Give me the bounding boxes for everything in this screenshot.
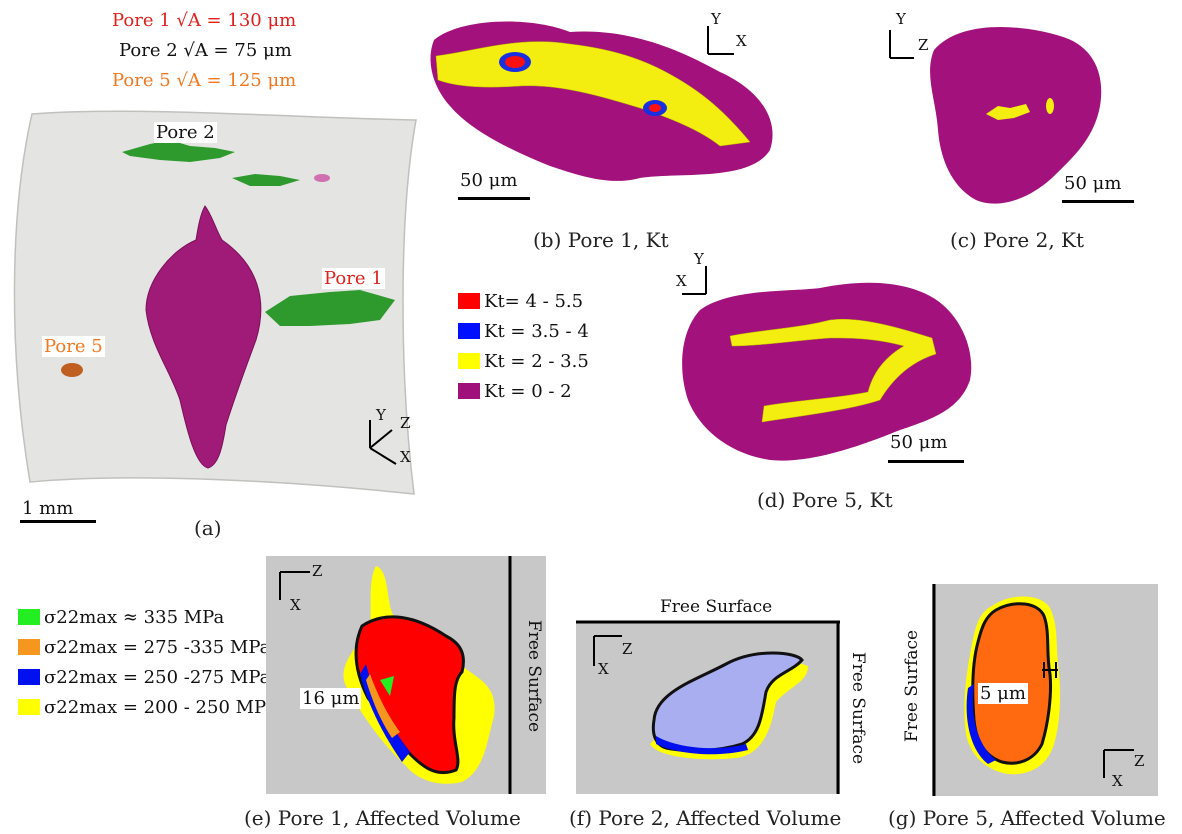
kt-legend-row: Kt = 3.5 - 4 <box>458 316 589 346</box>
axis-c-y: Y <box>896 10 906 28</box>
side-label-e: Free Surface <box>524 619 545 733</box>
stress-legend-row: σ22max = 275 -335 MPa <box>18 632 276 662</box>
scale-bar-a <box>20 520 96 523</box>
pore2-green <box>122 140 235 162</box>
kt-legend-label: Kt = 0 - 2 <box>484 380 572 402</box>
stress-swatch-yellow <box>18 699 40 715</box>
kt-legend-label: Kt = 2 - 3.5 <box>484 350 589 372</box>
header-pore1: Pore 1 √A = 130 μm <box>112 10 297 31</box>
scale-bar-a-label: 1 mm <box>22 498 74 519</box>
label-pore5: Pore 5 <box>42 336 105 357</box>
caption-g: (g) Pore 5, Affected Volume <box>888 806 1166 830</box>
kt-swatch-purple <box>458 383 480 399</box>
side-label-f: Free Surface <box>848 651 869 765</box>
scale-bar-d-label: 50 μm <box>890 432 948 453</box>
kt-swatch-red <box>458 293 480 309</box>
label-pore2: Pore 2 <box>154 122 217 143</box>
stress-swatch-orange <box>18 639 40 655</box>
pore5-orange <box>61 363 83 377</box>
kt-swatch-blue <box>458 323 480 339</box>
caption-f: (f) Pore 2, Affected Volume <box>569 806 842 830</box>
scale-bar-b-label: 50 μm <box>460 170 518 191</box>
caption-d: (d) Pore 5, Kt <box>757 488 893 512</box>
stress-legend-label: σ22max = 275 -335 MPa <box>44 636 271 658</box>
measure-g: 5 μm <box>978 683 1028 704</box>
pore1-green <box>265 290 395 326</box>
caption-b: (b) Pore 1, Kt <box>533 228 669 252</box>
kt-legend-label: Kt= 4 - 5.5 <box>484 290 584 312</box>
pore2-green-b <box>232 174 300 186</box>
caption-a: (a) <box>194 516 222 540</box>
axis-triad-a <box>369 420 397 465</box>
axis-f-z: Z <box>622 640 633 658</box>
measure-e: 16 μm <box>300 688 362 709</box>
label-pore1: Pore 1 <box>322 268 385 289</box>
pore2-affected-volume <box>576 620 840 794</box>
scale-bar-b <box>458 197 530 200</box>
pore2-kt-render <box>889 27 1102 204</box>
axis-b-y: Y <box>711 10 721 28</box>
stress-legend-label: σ22max = 200 - 250 MPa <box>44 696 277 718</box>
axis-b-x: X <box>736 32 747 50</box>
kt-legend-row: Kt = 0 - 2 <box>458 376 589 406</box>
stress-swatch-blue <box>18 669 40 685</box>
kt-swatch-yellow <box>458 353 480 369</box>
stress-swatch-green <box>18 609 40 625</box>
caption-e: (e) Pore 1, Affected Volume <box>244 806 521 830</box>
stress-legend: σ22max ≈ 335 MPa σ22max = 275 -335 MPa σ… <box>18 602 276 722</box>
axis-d-y: Y <box>694 250 704 268</box>
kt-legend-row: Kt = 2 - 3.5 <box>458 346 589 376</box>
central-pore-purple <box>145 205 262 469</box>
pore-pink-small <box>314 174 330 182</box>
scale-bar-d <box>888 460 964 463</box>
axis-a-x: X <box>400 448 411 466</box>
stress-legend-row: σ22max ≈ 335 MPa <box>18 602 276 632</box>
axis-f-x: X <box>598 660 609 678</box>
pore1-kt-render <box>430 21 773 181</box>
header-pore5: Pore 5 √A = 125 μm <box>112 70 297 91</box>
top-label-f: Free Surface <box>660 597 773 617</box>
axis-g-z: Z <box>1134 752 1145 770</box>
pore1-affected-volume <box>279 556 512 794</box>
axis-c-z: Z <box>918 36 929 54</box>
axis-d-x: X <box>676 272 687 290</box>
header-pore2: Pore 2 √A = 75 μm <box>119 40 292 61</box>
axis-e-z: Z <box>312 562 323 580</box>
scale-bar-c <box>1062 200 1134 203</box>
axis-e-x: X <box>290 596 301 614</box>
kt-legend-row: Kt= 4 - 5.5 <box>458 286 589 316</box>
scale-bar-c-label: 50 μm <box>1064 173 1122 194</box>
caption-c: (c) Pore 2, Kt <box>950 228 1085 252</box>
axis-a-y: Y <box>376 406 386 424</box>
stress-legend-label: σ22max ≈ 335 MPa <box>44 606 225 628</box>
axis-g-x: X <box>1112 772 1123 790</box>
side-label-g: Free Surface <box>902 629 923 743</box>
kt-legend-label: Kt = 3.5 - 4 <box>484 320 589 342</box>
stress-legend-row: σ22max = 200 - 250 MPa <box>18 692 276 722</box>
kt-legend: Kt= 4 - 5.5 Kt = 3.5 - 4 Kt = 2 - 3.5 Kt… <box>458 286 589 406</box>
pore5-kt-render <box>682 266 972 461</box>
pore5-affected-volume <box>932 584 1134 796</box>
stress-legend-label: σ22max = 250 -275 MPa <box>44 666 271 688</box>
stress-legend-row: σ22max = 250 -275 MPa <box>18 662 276 692</box>
specimen-render <box>13 110 417 495</box>
axis-a-z: Z <box>400 414 411 432</box>
